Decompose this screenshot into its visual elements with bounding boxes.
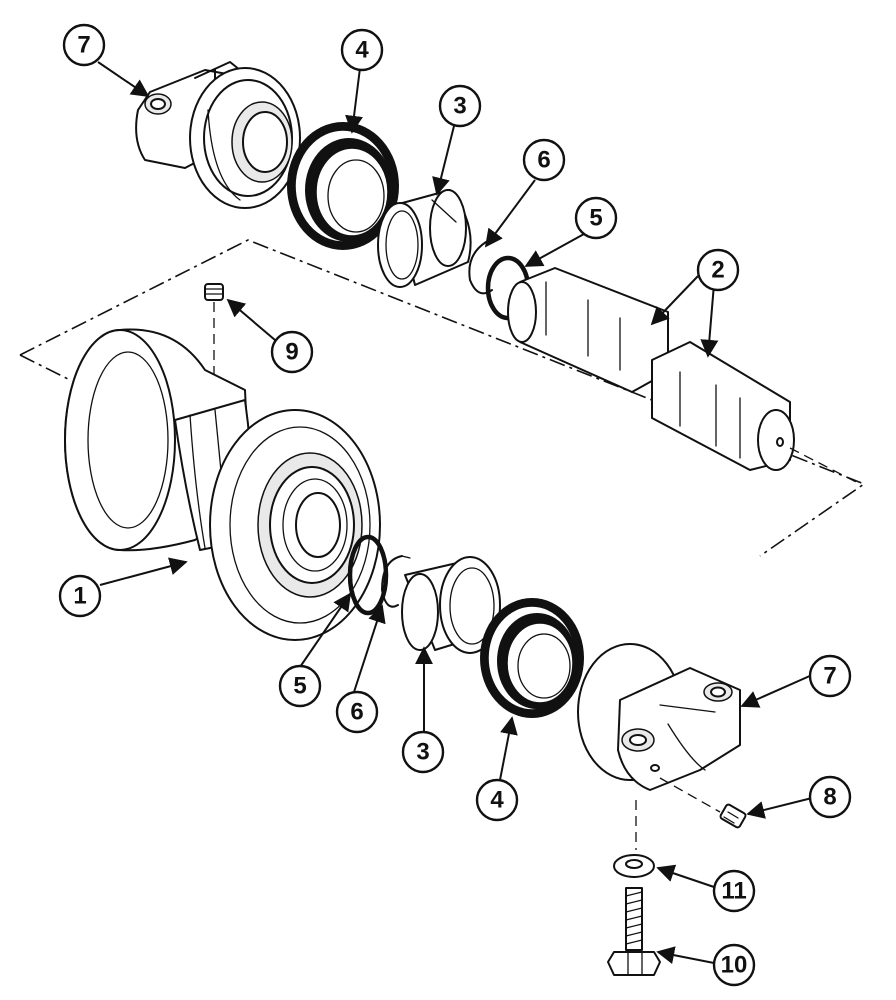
svg-text:8: 8 [823, 784, 836, 811]
svg-text:7: 7 [823, 663, 836, 690]
svg-text:6: 6 [350, 699, 363, 726]
callout-5-bottom: 5 [278, 664, 322, 708]
svg-text:11: 11 [721, 878, 746, 905]
callout-4-top: 4 [340, 28, 384, 72]
snap-ring-bottom [381, 555, 411, 608]
retaining-ring-bottom [347, 534, 389, 616]
svg-text:2: 2 [711, 257, 724, 284]
callout-3-top: 3 [438, 84, 482, 128]
duo-cone-seal-bottom [480, 598, 584, 718]
callout-6-bottom: 6 [335, 690, 379, 734]
callout-3-bottom: 3 [401, 730, 445, 774]
callout-5-top: 5 [574, 196, 618, 240]
callout-4-bottom: 4 [475, 778, 519, 822]
svg-text:5: 5 [589, 205, 602, 232]
plug-bottom [659, 777, 747, 829]
callout-6-top: 6 [522, 138, 566, 182]
bushing-top [377, 189, 472, 288]
end-collar-bottom [577, 643, 741, 791]
svg-text:5: 5 [293, 673, 306, 700]
leaders [97, 61, 813, 964]
washer [613, 800, 655, 878]
svg-text:7: 7 [77, 32, 90, 59]
shaft [507, 267, 861, 485]
svg-text:3: 3 [416, 739, 429, 766]
callout-7-bottom: 7 [808, 654, 852, 698]
callout-8: 8 [808, 775, 852, 819]
callout-1: 1 [58, 574, 102, 618]
svg-text:1: 1 [73, 583, 86, 610]
assembly-outline [19, 239, 866, 557]
svg-text:6: 6 [537, 147, 550, 174]
svg-text:3: 3 [453, 93, 466, 120]
svg-text:4: 4 [355, 37, 369, 64]
duo-cone-seal-top [287, 122, 399, 250]
callout-10: 10 [712, 943, 756, 987]
svg-text:4: 4 [490, 787, 504, 814]
svg-text:9: 9 [285, 339, 298, 366]
bushing-bottom [401, 556, 501, 654]
bolt [607, 887, 661, 976]
callout-11: 11 [712, 869, 756, 913]
track-roller [64, 328, 381, 641]
callout-7-top: 7 [62, 23, 106, 67]
svg-text:10: 10 [721, 952, 748, 979]
end-collar-top [135, 61, 301, 209]
callout-9: 9 [270, 330, 314, 374]
callout-2: 2 [696, 248, 740, 292]
